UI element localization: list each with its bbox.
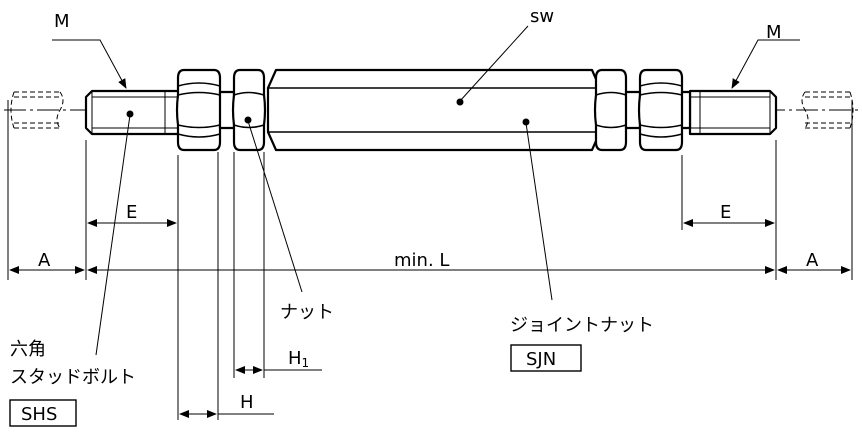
label-min-l: min. L: [394, 250, 449, 271]
dimension-e-left: [85, 140, 179, 420]
dimension-h: [179, 152, 274, 420]
right-stud-neck: [680, 90, 692, 130]
label-sw: sw: [530, 6, 554, 27]
label-e-right: E: [720, 202, 731, 223]
label-m-left: M: [54, 11, 70, 32]
label-sjn: SJN: [526, 349, 556, 370]
right-small-nut: [593, 68, 629, 152]
shs-box: [9, 399, 77, 427]
leader-m-left: [52, 39, 127, 89]
sjn-box: [510, 344, 582, 372]
right-lock-nut: [637, 68, 685, 152]
dimension-h1: [233, 152, 322, 378]
label-a-right: A: [806, 250, 819, 271]
leader-nut: [244, 116, 303, 293]
label-hex-line1: 六角: [10, 339, 46, 360]
leader-sw: [456, 25, 529, 106]
label-a-left: A: [38, 250, 51, 271]
dimension-a-left: [7, 100, 85, 280]
label-joint-nut: ジョイントナット: [510, 315, 654, 336]
label-e-left: E: [126, 202, 137, 223]
dimension-a-right: [777, 100, 853, 280]
label-m-right: M: [766, 22, 782, 43]
label-shs: SHS: [21, 404, 57, 425]
label-h: H: [240, 392, 254, 413]
joint-nut: [266, 68, 602, 152]
dimension-e-right: [681, 140, 777, 280]
leader-joint-nut: [522, 118, 553, 301]
leader-m-right: [731, 39, 800, 89]
left-phantom-thread: [10, 91, 64, 129]
leader-hex-stud-bolt: [95, 110, 134, 356]
right-stud-bolt: [688, 89, 778, 136]
label-nut: ナット: [280, 302, 334, 323]
label-h1: H1: [288, 348, 309, 370]
left-lock-nut: [175, 68, 223, 152]
label-hex-line2: スタッドボルト: [10, 367, 136, 388]
left-small-nut: [231, 68, 267, 152]
right-phantom-thread: [801, 91, 854, 129]
